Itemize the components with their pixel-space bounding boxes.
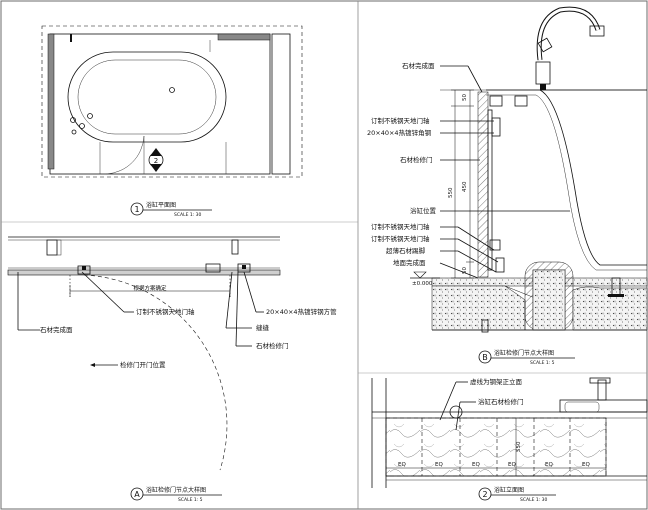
drain-icon <box>169 87 175 93</box>
section-marker-top: A <box>154 149 158 155</box>
dim-b-2: 450 <box>462 181 468 192</box>
label-tub-pos: 浴缸位置 <box>410 206 437 215</box>
label-gap-a: 缝缝 <box>256 323 270 332</box>
label-hinge-b2: 订制不锈钢天地门轴 <box>371 222 430 231</box>
elevation-scale: SCALE 1: 30 <box>520 497 548 503</box>
label-open-pos: 检修门开门位置 <box>120 360 166 369</box>
detail-b-title: 浴缸检修门节点大样图 <box>494 349 554 357</box>
label-door-e: 浴缸石材检修门 <box>478 397 524 406</box>
dim-b-3: 550 <box>448 187 454 198</box>
elevation-title-block: 2 浴缸立面图 SCALE 1: 30 <box>478 486 556 503</box>
level-mark: ±0.000 <box>412 281 433 287</box>
stone-panel <box>385 417 607 477</box>
label-floor: 地面完成面 <box>393 258 426 267</box>
detail-b-number: B <box>482 353 488 362</box>
label-hinge-a: 订制不锈钢天地门轴 <box>136 307 195 316</box>
tub-rim <box>67 51 227 143</box>
eq-6: EQ <box>582 462 590 468</box>
elevation-dim: 550 <box>516 441 522 452</box>
detail-a-title: 浴缸检修门节点大样图 <box>146 486 206 494</box>
detail-a-title-block: A 浴缸检修门节点大样图 SCALE 1: 5 <box>130 486 222 503</box>
faucet-icon <box>70 117 76 123</box>
label-frame: 虚线为钢架正立面 <box>470 377 523 386</box>
detail-b-title-block: B 浴缸检修门节点大样图 SCALE 1: 5 <box>478 349 575 366</box>
plan-dashed-outline <box>41 25 303 178</box>
label-door-a: 石材检修门 <box>256 341 289 350</box>
elevation-number: 2 <box>482 490 487 499</box>
detail-a-drawing: 根据方案确定 <box>7 236 281 471</box>
label-tube-a: 20×40×4热镀锌钢方管 <box>266 307 337 316</box>
detail-b-drawing <box>410 6 648 333</box>
detail-a-number: A <box>134 490 140 499</box>
eq-5: EQ <box>545 462 553 468</box>
section-marker-bottom: 2 <box>154 157 158 165</box>
bathtub-plan: A 2 <box>41 25 303 178</box>
eq-2: EQ <box>435 462 443 468</box>
plan-number: 1 <box>134 205 139 214</box>
door-swing-arc <box>83 274 228 471</box>
detail-b-scale: SCALE 1: 5 <box>530 360 555 366</box>
plan-title: 浴缸平面图 <box>146 201 176 209</box>
dim-b-4: 50 <box>462 267 468 274</box>
elevation-drawing <box>371 377 648 488</box>
detail-a-dim-label: 根据方案确定 <box>133 284 167 292</box>
stone-slab <box>7 269 281 276</box>
label-hinge-b1: 订制不锈钢天地门轴 <box>371 116 430 125</box>
label-finish-a: 石材完成面 <box>40 325 73 334</box>
door-panel <box>477 91 489 278</box>
plan-title-block: 1 浴缸平面图 SCALE 1: 30 <box>130 201 212 218</box>
eq-1: EQ <box>398 462 406 468</box>
eq-3: EQ <box>472 462 480 468</box>
label-foot: 超薄石材踢脚 <box>386 246 426 255</box>
elevation-callout-icon <box>449 405 463 419</box>
label-finish-top: 石材完成面 <box>402 61 435 70</box>
label-angle-b: 20×40×4热镀锌角钢 <box>367 128 432 137</box>
plan-scale: SCALE 1: 30 <box>174 212 202 218</box>
detail-a-scale: SCALE 1: 5 <box>178 497 203 503</box>
label-door-b: 石材检修门 <box>400 155 433 164</box>
eq-4: EQ <box>508 462 516 468</box>
elevation-title: 浴缸立面图 <box>494 486 524 494</box>
dim-b-1: 50 <box>462 94 468 101</box>
label-hinge-b3: 订制不锈钢天地门轴 <box>371 234 430 243</box>
tub-profile <box>486 89 647 266</box>
